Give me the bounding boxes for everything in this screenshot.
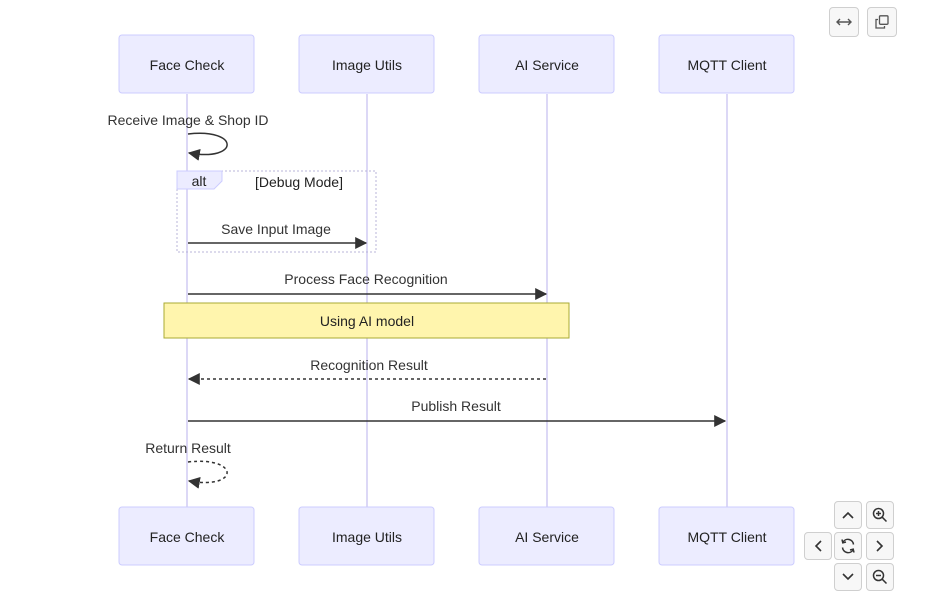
self-message-return-arrow (187, 460, 228, 489)
message-label-save: Save Input Image (221, 221, 331, 237)
note-box: Using AI model (163, 302, 570, 339)
expand-button[interactable] (829, 7, 859, 37)
reset-view-button[interactable] (834, 532, 862, 560)
alt-label-box (176, 170, 223, 190)
message-label-process: Process Face Recognition (284, 271, 447, 287)
alt-keyword: alt (192, 173, 207, 189)
actor-bottom-mqtt-client: MQTT Client (658, 506, 795, 566)
chevron-right-icon (876, 540, 884, 552)
actor-bottom-face-check: Face Check (118, 506, 255, 566)
actor-label: Face Check (150, 57, 226, 73)
zoom-in-button[interactable] (866, 501, 894, 529)
actor-top-face-check: Face Check (118, 34, 255, 94)
actor-bottom-image-utils: Image Utils (298, 506, 435, 566)
chevron-down-icon (842, 573, 854, 581)
self-message-receive-arrow (187, 132, 228, 161)
copy-button[interactable] (867, 7, 897, 37)
note-text: Using AI model (320, 313, 414, 329)
actor-label: Image Utils (332, 57, 402, 73)
reset-icon (841, 538, 855, 554)
actor-label: Image Utils (332, 529, 402, 545)
pan-right-button[interactable] (866, 532, 894, 560)
copy-icon (875, 15, 889, 29)
message-label-receive: Receive Image & Shop ID (107, 112, 268, 128)
actor-label: AI Service (515, 57, 579, 73)
actor-label: MQTT Client (687, 57, 766, 73)
message-label-return: Return Result (145, 440, 231, 456)
zoom-in-icon (872, 507, 888, 523)
actor-top-mqtt-client: MQTT Client (658, 34, 795, 94)
actor-top-image-utils: Image Utils (298, 34, 435, 94)
zoom-out-button[interactable] (866, 563, 894, 591)
message-label-result: Recognition Result (310, 357, 428, 373)
pan-up-button[interactable] (834, 501, 862, 529)
message-label-publish: Publish Result (411, 398, 501, 414)
alt-block: alt [Debug Mode] (176, 170, 377, 253)
actor-label: MQTT Client (687, 529, 766, 545)
actor-label: AI Service (515, 529, 579, 545)
zoom-out-icon (872, 569, 888, 585)
chevron-left-icon (814, 540, 822, 552)
chevron-up-icon (842, 511, 854, 519)
alt-condition: [Debug Mode] (255, 174, 343, 190)
pan-down-button[interactable] (834, 563, 862, 591)
expand-icon (836, 18, 852, 26)
actor-bottom-ai-service: AI Service (478, 506, 615, 566)
pan-left-button[interactable] (804, 532, 832, 560)
actor-top-ai-service: AI Service (478, 34, 615, 94)
actor-label: Face Check (150, 529, 226, 545)
